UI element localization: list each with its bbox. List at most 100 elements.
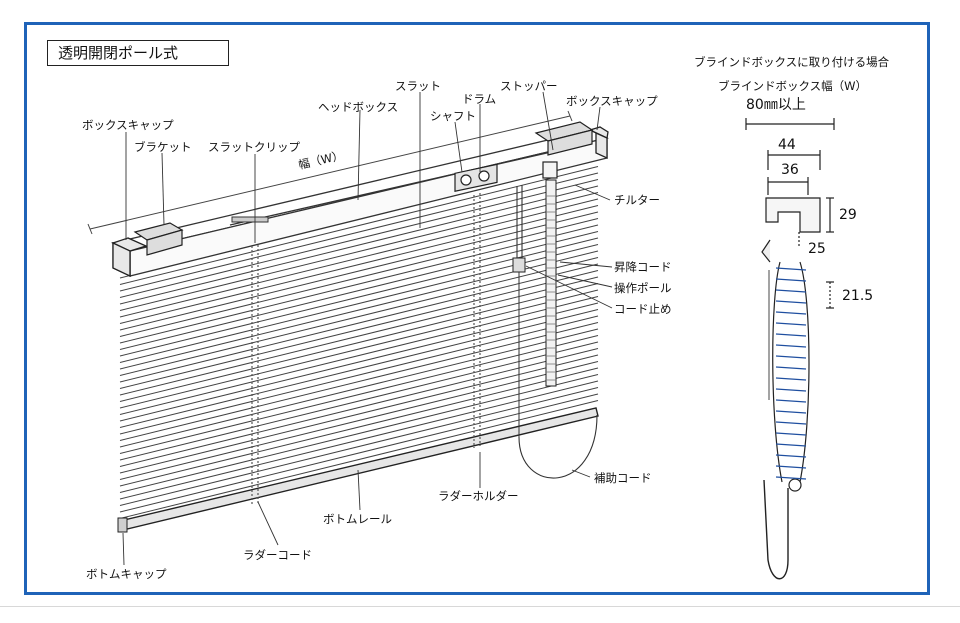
slat-line <box>119 250 599 370</box>
ladder-cords <box>251 193 481 505</box>
side-slat <box>775 443 807 447</box>
slat-line <box>119 296 599 415</box>
slat-line <box>119 322 599 441</box>
side-slat <box>775 388 807 392</box>
label-operation-pole: 操作ポール <box>614 281 672 295</box>
side-slat <box>775 454 807 458</box>
slat-line <box>119 283 599 402</box>
slat-line <box>119 263 599 383</box>
slat-line <box>119 192 599 311</box>
side-detail-subheading: ブラインドボックス幅（W） <box>718 79 868 93</box>
side-slat <box>775 476 807 480</box>
bottom-cap <box>117 517 128 533</box>
bracket-right <box>534 121 594 156</box>
slat-line <box>119 231 599 350</box>
label-cord-stopper: コード止め <box>614 302 672 316</box>
slat-line <box>119 270 599 389</box>
aux-cord-loop <box>518 414 598 479</box>
label-lift-cord: 昇降コード <box>614 260 672 274</box>
side-slat <box>775 410 807 414</box>
slat-line <box>119 205 599 324</box>
slat-line <box>119 393 599 513</box>
bottom-divider <box>0 606 960 607</box>
side-slat <box>775 366 807 370</box>
slat-line <box>119 328 599 448</box>
label-ladder-cord: ラダーコード <box>243 548 312 562</box>
label-bracket: ブラケット <box>134 140 192 154</box>
side-slat <box>775 377 807 381</box>
slat-line <box>119 380 599 500</box>
dim-25: 25 <box>808 241 826 257</box>
side-slat <box>775 322 807 326</box>
slat-line <box>119 302 599 422</box>
label-slat-clip: スラットクリップ <box>208 140 300 154</box>
dim-44: 44 <box>778 137 796 153</box>
side-slat <box>775 465 807 469</box>
diagram-frame <box>24 22 930 595</box>
slat-line <box>119 244 599 363</box>
side-slat <box>775 300 807 304</box>
side-detail-heading: ブラインドボックスに取り付ける場合 <box>694 55 890 69</box>
slat-clip <box>231 216 269 223</box>
slat-line <box>119 400 599 519</box>
dim-21-5: 21.5 <box>842 288 874 304</box>
slat-line <box>119 166 599 285</box>
label-drum: ドラム <box>462 92 497 106</box>
dim-36: 36 <box>781 162 799 178</box>
cord-stopper <box>512 257 526 273</box>
label-bottom-rail: ボトムレール <box>323 512 392 526</box>
side-detail-drawing <box>745 118 835 580</box>
box-cap-right <box>588 126 609 160</box>
label-tilter: チルター <box>614 193 660 207</box>
slat-line <box>119 374 599 493</box>
dim-29: 29 <box>839 207 857 223</box>
slat-line <box>119 315 599 435</box>
slat-line <box>119 224 599 344</box>
side-slat <box>775 399 807 403</box>
diagram-title: 透明開閉ポール式 <box>47 40 229 66</box>
slat-line <box>119 185 599 305</box>
side-slat <box>775 289 807 293</box>
side-detail-min-width: 80㎜以上 <box>746 97 806 113</box>
slat-line <box>119 335 599 454</box>
label-shaft: シャフト <box>430 109 476 123</box>
slat-line <box>119 354 599 474</box>
label-box-cap-right: ボックスキャップ <box>566 94 658 108</box>
side-slat <box>775 267 807 271</box>
label-bottom-cap: ボトムキャップ <box>86 567 167 581</box>
slat-line <box>119 367 599 487</box>
side-slat <box>775 278 807 282</box>
label-ladder-holder: ラダーホルダー <box>438 489 519 503</box>
label-head-box: ヘッドボックス <box>318 100 399 114</box>
slat-line <box>119 341 599 461</box>
label-stopper: ストッパー <box>500 79 558 93</box>
slat-line <box>119 289 599 409</box>
leader-lines <box>122 91 613 566</box>
slat-line <box>119 218 599 337</box>
slat-line <box>119 211 599 331</box>
slat-line <box>119 179 599 298</box>
slat-line <box>119 257 599 376</box>
side-slat <box>775 333 807 337</box>
lift-cord <box>516 185 523 262</box>
slat-line <box>119 309 599 428</box>
slat-line <box>119 198 599 318</box>
operation-pole <box>545 179 557 387</box>
label-aux-cord: 補助コード <box>594 471 652 485</box>
label-box-cap-left: ボックスキャップ <box>82 118 174 132</box>
side-slat <box>775 432 807 436</box>
slat-line <box>119 276 599 396</box>
slat-line <box>119 387 599 506</box>
slat-line <box>119 172 599 292</box>
drum-mechanism <box>454 161 558 193</box>
bracket-left <box>133 222 184 256</box>
box-cap-left <box>111 237 148 278</box>
slat-line <box>119 348 599 467</box>
slat-line <box>119 361 599 480</box>
side-slat <box>775 355 807 359</box>
side-slat <box>775 344 807 348</box>
side-slat <box>775 311 807 315</box>
label-slat: スラット <box>395 79 441 93</box>
width-dimension <box>87 110 573 235</box>
